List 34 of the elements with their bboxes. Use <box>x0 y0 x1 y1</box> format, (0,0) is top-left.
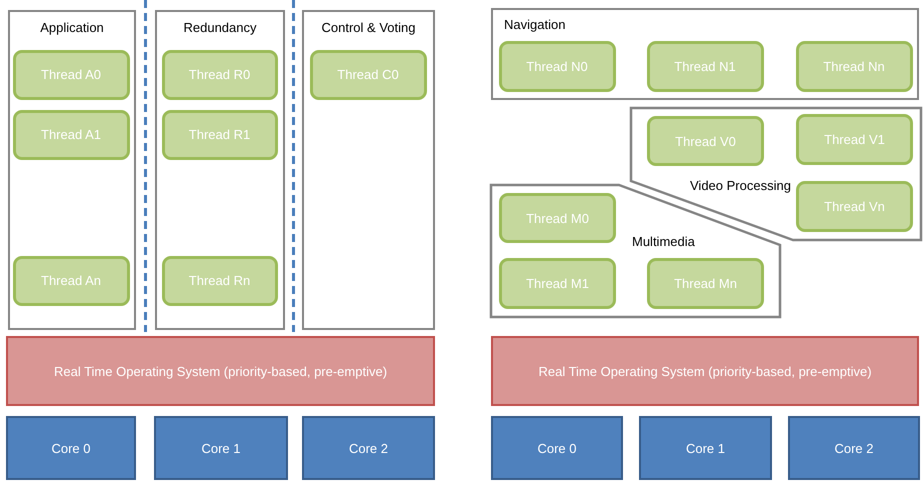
thread-box: Thread V0 <box>647 116 764 166</box>
rtos-bar: Real Time Operating System (priority-based, pre-emptive) <box>6 336 435 406</box>
group-title: Redundancy <box>182 20 258 35</box>
group-panel <box>8 10 136 330</box>
thread-box: Thread M0 <box>499 193 616 243</box>
thread-box: Thread Mn <box>647 258 764 309</box>
thread-box: Thread V1 <box>796 114 913 165</box>
thread-box: Thread A0 <box>12 50 130 100</box>
core-box: Core 1 <box>154 416 288 480</box>
core-box: Core 2 <box>788 416 920 480</box>
thread-box: Thread M1 <box>499 258 616 309</box>
core-box: Core 1 <box>639 416 772 480</box>
thread-box: Thread R1 <box>162 110 278 160</box>
group-panel <box>155 10 285 330</box>
group-title: Control & Voting <box>320 20 416 35</box>
core-box: Core 0 <box>491 416 623 480</box>
group-title: Video Processing <box>690 178 791 193</box>
rtos-bar: Real Time Operating System (priority-based, pre-emptive) <box>491 336 919 406</box>
thread-box: Thread Nn <box>796 40 912 92</box>
core-box: Core 2 <box>302 416 435 480</box>
thread-box: Thread C0 <box>310 50 426 100</box>
thread-box: Thread R0 <box>162 50 278 100</box>
thread-box: Thread N0 <box>498 40 616 92</box>
thread-box: Thread N1 <box>646 40 764 92</box>
group-title: Navigation <box>504 17 566 32</box>
group-panel <box>302 10 435 330</box>
thread-box: Thread Rn <box>162 256 278 306</box>
thread-box: Thread An <box>12 256 130 306</box>
thread-box: Thread Vn <box>796 181 913 232</box>
group-panel <box>491 8 919 100</box>
group-title: Application <box>39 20 105 35</box>
thread-box: Thread A1 <box>12 110 130 160</box>
core-box: Core 0 <box>6 416 136 480</box>
group-title: Multimedia <box>632 234 695 249</box>
